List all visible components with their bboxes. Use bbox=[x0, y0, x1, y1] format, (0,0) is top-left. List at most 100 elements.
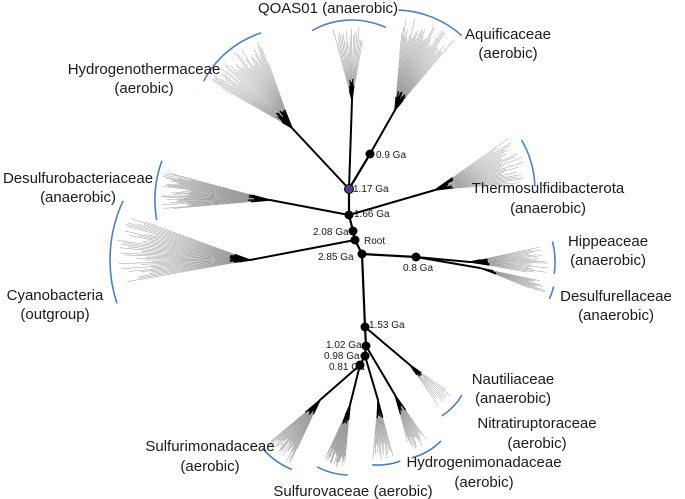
leaf-hydrogenothermaceae bbox=[234, 52, 279, 111]
leaf-hippeaceae bbox=[487, 257, 530, 262]
node-label-2-85: 2.85 Ga bbox=[318, 252, 354, 263]
clade-name-thermosulfidibacterota: Thermosulfidibacterota bbox=[472, 180, 625, 197]
leaf-hydrogenothermaceae bbox=[221, 73, 284, 122]
leaf-aquificaceae bbox=[396, 18, 407, 94]
leaf-qoas01 bbox=[352, 31, 356, 79]
clade-name-aquificaceae: Aquificaceae bbox=[465, 26, 551, 43]
leaf-hydrogenothermaceae bbox=[250, 56, 284, 113]
branch-1-17-0-9 bbox=[347, 152, 372, 191]
stem-nautiliaceae bbox=[364, 326, 411, 366]
leaf-sulfurovaceae bbox=[329, 422, 345, 463]
leaf-sulfurovaceae bbox=[336, 423, 347, 468]
leaf-hydrogenothermaceae bbox=[221, 87, 283, 123]
leaf-hydrogenimonadaceae bbox=[379, 416, 385, 452]
leaf-hydrogenothermaceae bbox=[260, 47, 285, 109]
clade-name-hippeaceae: Hippeaceae bbox=[568, 233, 648, 250]
leaf-nitratiruptoraceae bbox=[405, 410, 427, 440]
stem-sulfurovaceae bbox=[349, 364, 361, 406]
clade-name-desulfurobacteriaceae: Desulfurobacteriaceae bbox=[3, 170, 153, 187]
leaf-sulfurimonadaceae bbox=[280, 414, 309, 451]
leaf-aquificaceae bbox=[397, 32, 416, 99]
leaf-nitratiruptoraceae bbox=[399, 404, 417, 439]
subbranch-hydrogenimonadaceae bbox=[376, 399, 379, 419]
leaf-aquificaceae bbox=[400, 38, 426, 97]
node-label-1-53: 1.53 Ga bbox=[369, 320, 405, 331]
node-label-root: Root bbox=[364, 236, 385, 247]
leaf-desulfurobacteriaceae bbox=[177, 182, 255, 198]
node-root bbox=[350, 235, 360, 245]
leaf-nitratiruptoraceae bbox=[399, 409, 414, 448]
leaf-hydrogenimonadaceae bbox=[375, 418, 378, 455]
bracket-desulfurellaceae bbox=[548, 286, 555, 300]
leaf-aquificaceae bbox=[400, 40, 424, 95]
leaf-hydrogenimonadaceae bbox=[374, 419, 377, 449]
leaf-hydrogenothermaceae bbox=[220, 78, 279, 119]
node-n117 bbox=[344, 184, 354, 194]
leaf-thermosulfidibacterota bbox=[447, 156, 516, 185]
leaf-hydrogenothermaceae bbox=[241, 49, 282, 112]
leaf-thermosulfidibacterota bbox=[453, 178, 523, 188]
leaf-hydrogenothermaceae bbox=[214, 77, 284, 123]
leaf-hydrogenothermaceae bbox=[224, 65, 278, 115]
clade-name-sulfurimonadaceae: Sulfurimonadaceae bbox=[145, 438, 274, 455]
leaf-hippeaceae bbox=[479, 262, 549, 269]
leaf-thermosulfidibacterota bbox=[456, 176, 517, 187]
bracket-nautiliaceae bbox=[441, 394, 463, 417]
subbranch-sulfurimonadaceae bbox=[304, 399, 321, 413]
bracket-desulfurobacteriaceae bbox=[154, 160, 163, 221]
subbranch-nitratiruptoraceae bbox=[394, 394, 402, 415]
leaf-desulfurellaceae bbox=[496, 273, 546, 293]
leaf-desulfurellaceae bbox=[495, 272, 538, 287]
leaf-hippeaceae bbox=[489, 263, 529, 268]
leaf-hydrogenothermaceae bbox=[257, 45, 289, 119]
leaf-hippeaceae bbox=[485, 249, 541, 260]
leaf-thermosulfidibacterota bbox=[451, 173, 503, 187]
leaf-aquificaceae bbox=[396, 37, 408, 98]
leaf-nitratiruptoraceae bbox=[400, 414, 408, 438]
leaf-nautiliaceae bbox=[421, 372, 446, 391]
leaf-cyanobacteria bbox=[123, 242, 231, 258]
leaf-hippeaceae bbox=[486, 262, 531, 266]
leaf-desulfurobacteriaceae bbox=[162, 176, 251, 196]
leaf-hydrogenothermaceae bbox=[235, 72, 279, 115]
leaf-hydrogenimonadaceae bbox=[378, 418, 381, 455]
leaf-aquificaceae bbox=[395, 34, 402, 97]
leaf-cyanobacteria bbox=[130, 235, 231, 257]
leaf-hydrogenothermaceae bbox=[230, 65, 284, 119]
leaf-hydrogenothermaceae bbox=[249, 67, 281, 112]
node-label-0-98: 0.98 Ga bbox=[324, 351, 360, 362]
leaf-desulfurellaceae bbox=[489, 269, 536, 281]
leaf-aquificaceae bbox=[396, 27, 404, 91]
leaf-desulfurobacteriaceae bbox=[165, 184, 255, 199]
leaf-thermosulfidibacterota bbox=[455, 166, 519, 185]
clade-trait-hydrogenimonadaceae: (aerobic) bbox=[454, 474, 513, 491]
leaf-thermosulfidibacterota bbox=[453, 154, 503, 181]
leaf-hydrogenothermaceae bbox=[236, 63, 283, 118]
leaf-hydrogenothermaceae bbox=[223, 63, 277, 114]
bracket-hippeaceae bbox=[551, 241, 556, 274]
leaf-nitratiruptoraceae bbox=[399, 402, 422, 442]
leaf-hydrogenothermaceae bbox=[259, 54, 286, 112]
branch-2-85-0-8 bbox=[360, 252, 418, 259]
leaf-sulfurimonadaceae bbox=[270, 409, 310, 447]
leaf-hydrogenothermaceae bbox=[260, 59, 287, 116]
leaf-hydrogenothermaceae bbox=[255, 53, 287, 116]
leaf-hydrogenothermaceae bbox=[245, 58, 284, 115]
leaf-desulfurellaceae bbox=[492, 271, 544, 288]
leaf-aquificaceae bbox=[404, 31, 444, 95]
leaf-thermosulfidibacterota bbox=[454, 171, 518, 187]
leaf-aquificaceae bbox=[404, 51, 442, 98]
leaf-cyanobacteria bbox=[150, 261, 240, 273]
leaf-hydrogenothermaceae bbox=[254, 65, 285, 115]
clade-trait-desulfurobacteriaceae: (anaerobic) bbox=[40, 189, 116, 206]
bracket-hydrogenimonadaceae bbox=[372, 460, 401, 466]
stem-aquificaceae bbox=[369, 109, 396, 155]
leaf-desulfurobacteriaceae bbox=[166, 173, 257, 197]
leaf-desulfurellaceae bbox=[495, 272, 536, 287]
leaf-cyanobacteria bbox=[143, 224, 236, 256]
clade-trait-thermosulfidibacterota: (anaerobic) bbox=[510, 200, 586, 217]
leaf-desulfurobacteriaceae bbox=[163, 174, 250, 196]
leaf-cyanobacteria bbox=[120, 244, 235, 259]
leaf-hydrogenimonadaceae bbox=[380, 410, 390, 451]
leaf-cyanobacteria bbox=[152, 260, 231, 262]
